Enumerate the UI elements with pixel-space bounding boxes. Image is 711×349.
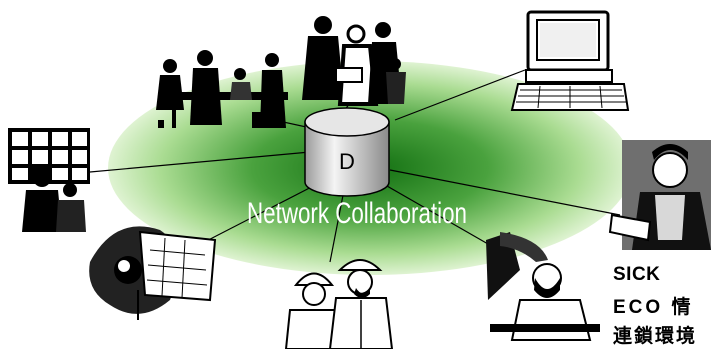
desktop-computer-icon	[510, 10, 630, 111]
people-group-icon	[302, 16, 406, 106]
drafting-person-icon	[89, 226, 217, 320]
caption-line-3: 連鎖環境	[613, 326, 698, 347]
line-to-engineers	[329, 184, 346, 263]
video-wall-icon	[8, 128, 90, 232]
person-reading-icon	[608, 140, 711, 250]
line-to-computer	[394, 69, 526, 121]
database-cylinder: D	[304, 107, 390, 197]
field-worker-icon	[486, 232, 600, 341]
line-to-reader	[389, 169, 621, 216]
people-meeting-icon	[156, 50, 288, 128]
database-label: D	[339, 149, 355, 174]
network-collaboration-label: Network Collaboration	[247, 196, 467, 230]
connection-lines	[89, 69, 621, 263]
caption-line-2: ECO 情	[613, 297, 694, 318]
line-to-videoconference	[89, 151, 311, 173]
caption-line-1: SICK	[613, 264, 661, 285]
hardhat-workers-icon	[284, 259, 394, 349]
line-to-field-worker	[379, 181, 496, 249]
